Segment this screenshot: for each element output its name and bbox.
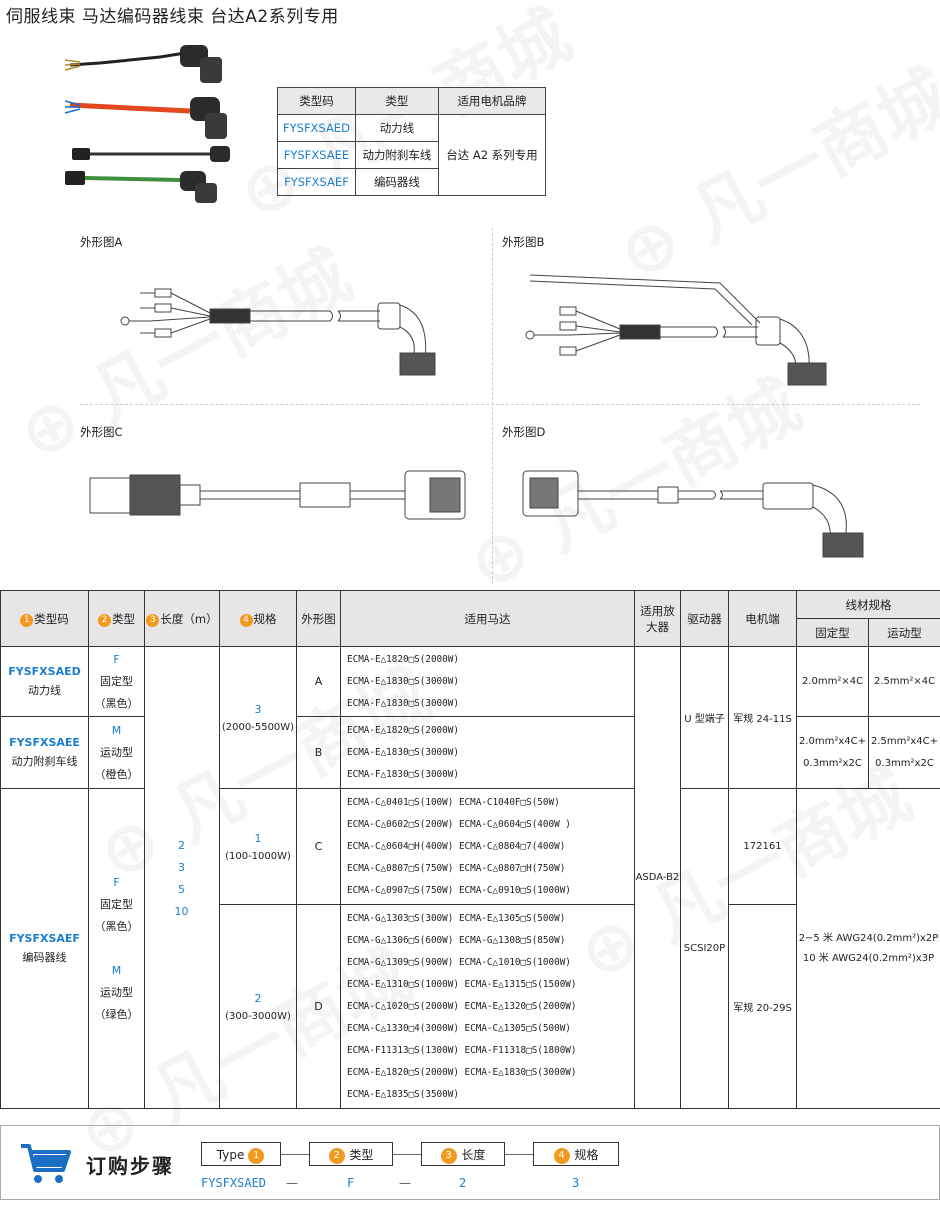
header-driver: 驱动器 bbox=[680, 590, 729, 647]
motor-cell: ECMA-E△1820□S(2000W) ECMA-E△1830□S(3000W… bbox=[340, 646, 635, 717]
diagram-a bbox=[120, 288, 436, 376]
brand-table: 类型码 类型 适用电机品牌 FYSFXSAED 动力线 台达 A2 系列专用 F… bbox=[277, 87, 546, 196]
brand-type: 动力线 bbox=[354, 114, 439, 142]
cable-product-photo bbox=[64, 45, 230, 203]
header-motor-end: 电机端 bbox=[728, 590, 797, 647]
order-steps: 订购步骤 Type 1 2 类型 3 长度 4 规格 FYSFXSAED — F… bbox=[0, 1125, 940, 1200]
wire-moving-cell: 2.5mm²x4C+ 0.3mm²x2C bbox=[868, 716, 940, 789]
order-step-type: Type 1 bbox=[201, 1142, 281, 1166]
order-dash: — bbox=[399, 1176, 411, 1190]
motor-end-cell: 172161 bbox=[728, 788, 797, 905]
step-badge: 4 bbox=[553, 1148, 570, 1164]
brand-type: 动力附刹车线 bbox=[354, 141, 439, 169]
brand-header-type: 类型 bbox=[354, 87, 439, 115]
code-cell: FYSFXSAEF 编码器线 bbox=[0, 788, 89, 1109]
type-cell: M 运动型 （橙色） bbox=[88, 716, 145, 789]
page-title: 伺服线束 马达编码器线束 台达A2系列专用 bbox=[6, 7, 339, 27]
motor-end-cell: 军规 20-29S bbox=[728, 904, 797, 1109]
diagram-label-c: 外形图C bbox=[80, 425, 123, 439]
order-value-type: FYSFXSAED bbox=[201, 1176, 267, 1190]
outline-diagrams: 外形图A 外形图B bbox=[80, 228, 940, 588]
header-amp: 适用放大器 bbox=[634, 590, 681, 647]
order-step-spec: 4 规格 bbox=[533, 1142, 619, 1166]
code-cell: FYSFXSAED 动力线 bbox=[0, 646, 89, 717]
order-value-category: F bbox=[347, 1176, 355, 1190]
spec-cell: 2 (300-3000W) bbox=[219, 904, 297, 1109]
order-value-length: 2 bbox=[459, 1176, 467, 1190]
diagram-label-d: 外形图D bbox=[502, 425, 546, 439]
header-wire: 线材规格 bbox=[796, 590, 940, 619]
brand-code: FYSFXSAEE bbox=[277, 141, 356, 169]
wire-moving-cell: 2.5mm²×4C bbox=[868, 646, 940, 717]
header-moving: 运动型 bbox=[868, 618, 940, 647]
code-cell: FYSFXSAEE 动力附刹车线 bbox=[0, 716, 89, 789]
cart-icon bbox=[21, 1144, 71, 1183]
length-cell bbox=[144, 646, 220, 1109]
step-badge: 3 bbox=[146, 613, 160, 627]
diagram-b bbox=[525, 274, 827, 386]
shape-cell: D bbox=[296, 904, 341, 1109]
header-shape: 外形图 bbox=[296, 590, 341, 647]
step-badge: 4 bbox=[239, 613, 253, 627]
divider bbox=[80, 404, 920, 405]
wire-fixed-cell: 2.0mm²x4C+ 0.3mm²x2C bbox=[796, 716, 869, 789]
wire-fixed-cell: 2.0mm²×4C bbox=[796, 646, 869, 717]
connector-line bbox=[505, 1154, 533, 1155]
diagram-label-b: 外形图B bbox=[502, 235, 545, 249]
shape-cell: B bbox=[296, 716, 341, 789]
motor-cell: ECMA-C△0401□S(100W) ECMA-C1040F□S(50W) E… bbox=[340, 788, 635, 905]
type-cell: F 固定型 （黑色） bbox=[88, 646, 145, 717]
header-motor: 适用马达 bbox=[340, 590, 635, 647]
type-cell: F 固定型 （黑色） M 运动型 （绿色） bbox=[88, 788, 145, 1109]
driver-cell: U 型端子 bbox=[680, 646, 729, 789]
diagram-label-a: 外形图A bbox=[80, 235, 123, 249]
brand-code: FYSFXSAEF bbox=[277, 168, 356, 196]
brand-header-brand: 适用电机品牌 bbox=[437, 87, 546, 115]
amp-cell: ASDA-B2 bbox=[634, 646, 681, 1109]
step-badge: 2 bbox=[98, 613, 111, 627]
driver-cell: SCSI20P bbox=[680, 788, 729, 1109]
diagram-c bbox=[89, 470, 466, 520]
spec-cell: 3 (2000-5500W) bbox=[219, 646, 297, 789]
shape-cell: A bbox=[296, 646, 341, 717]
brand-type: 编码器线 bbox=[354, 168, 439, 196]
order-step-length: 3 长度 bbox=[421, 1142, 505, 1166]
brand-name: 台达 A2 系列专用 bbox=[437, 114, 546, 196]
order-title: 订购步骤 bbox=[86, 1154, 174, 1178]
motor-end-cell: 军规 24-11S bbox=[728, 646, 797, 789]
motor-cell: ECMA-G△1303□S(300W) ECMA-E△1305□S(500W) … bbox=[340, 904, 635, 1109]
divider bbox=[492, 228, 493, 584]
step-badge: 2 bbox=[328, 1148, 345, 1164]
spec-cell: 1 (100-1000W) bbox=[219, 788, 297, 905]
header-fixed: 固定型 bbox=[796, 618, 869, 647]
brand-header-code: 类型码 bbox=[277, 87, 356, 115]
order-value-spec: 3 bbox=[572, 1176, 580, 1190]
motor-cell: ECMA-E△1820□S(2000W) ECMA-E△1830□S(3000W… bbox=[340, 716, 635, 789]
step-badge: 1 bbox=[248, 1148, 265, 1164]
brand-code: FYSFXSAED bbox=[277, 114, 356, 142]
step-badge: 1 bbox=[20, 613, 34, 627]
wire-cd-cell: 2~5 米 AWG24(0.2mm²)x2P 10 米 AWG24(0.2mm²… bbox=[796, 788, 940, 1109]
length-values: 2 3 5 10 bbox=[174, 839, 189, 918]
shape-cell: C bbox=[296, 788, 341, 905]
diagram-d bbox=[522, 470, 864, 558]
step-badge: 3 bbox=[440, 1148, 457, 1164]
connector-line bbox=[281, 1154, 309, 1155]
order-dash: — bbox=[286, 1176, 298, 1190]
order-step-category: 2 类型 bbox=[309, 1142, 393, 1166]
connector-line bbox=[393, 1154, 421, 1155]
